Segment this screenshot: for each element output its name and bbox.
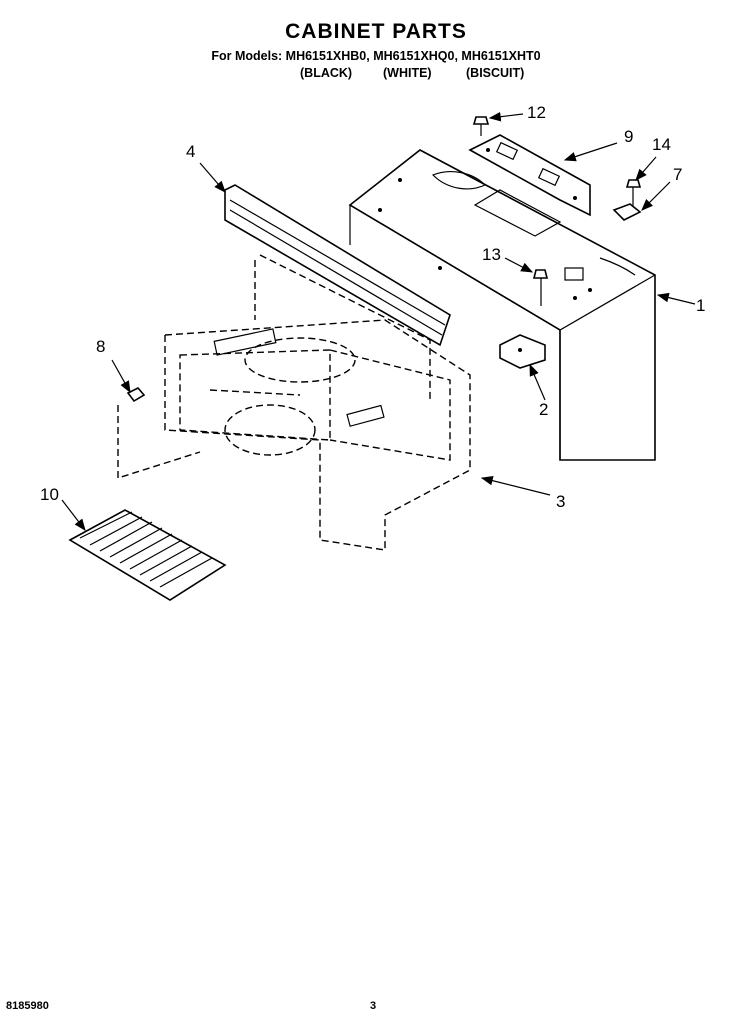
screw-12-part: [472, 116, 490, 136]
screw-13-part: [532, 269, 549, 306]
part-number: 8185980: [6, 1000, 49, 1012]
leader-lines: [61, 111, 696, 531]
callout-3: 3: [556, 492, 565, 511]
callout-8: 8: [96, 337, 105, 356]
top-bracket-part: [468, 134, 591, 217]
callout-9: 9: [624, 127, 633, 146]
cabinet-wrapper-part: [348, 149, 656, 461]
callout-13: 13: [482, 245, 501, 264]
vent-grille-part: [224, 184, 451, 400]
oven-cavity-part: [164, 319, 471, 551]
stud-8-part: [117, 387, 201, 479]
page-number: 3: [370, 1000, 377, 1012]
side-bracket-part: [499, 334, 546, 369]
page-title: CABINET PARTS: [285, 20, 467, 43]
color-biscuit-label: (BISCUIT): [466, 66, 525, 80]
color-black-label: (BLACK): [300, 66, 353, 80]
callout-2: 2: [539, 400, 548, 419]
screw-14-part: [625, 179, 642, 208]
callout-12: 12: [527, 103, 546, 122]
model-list: For Models: MH6151XHB0, MH6151XHQ0, MH61…: [211, 49, 541, 63]
callout-4: 4: [186, 142, 195, 161]
color-white-label: (WHITE): [383, 66, 432, 80]
callout-10: 10: [40, 485, 59, 504]
clip-7-part: [612, 203, 642, 221]
callout-7: 7: [673, 165, 682, 184]
callout-1: 1: [696, 296, 705, 315]
callout-14: 14: [652, 135, 671, 154]
filter-tray-part: [68, 509, 227, 601]
